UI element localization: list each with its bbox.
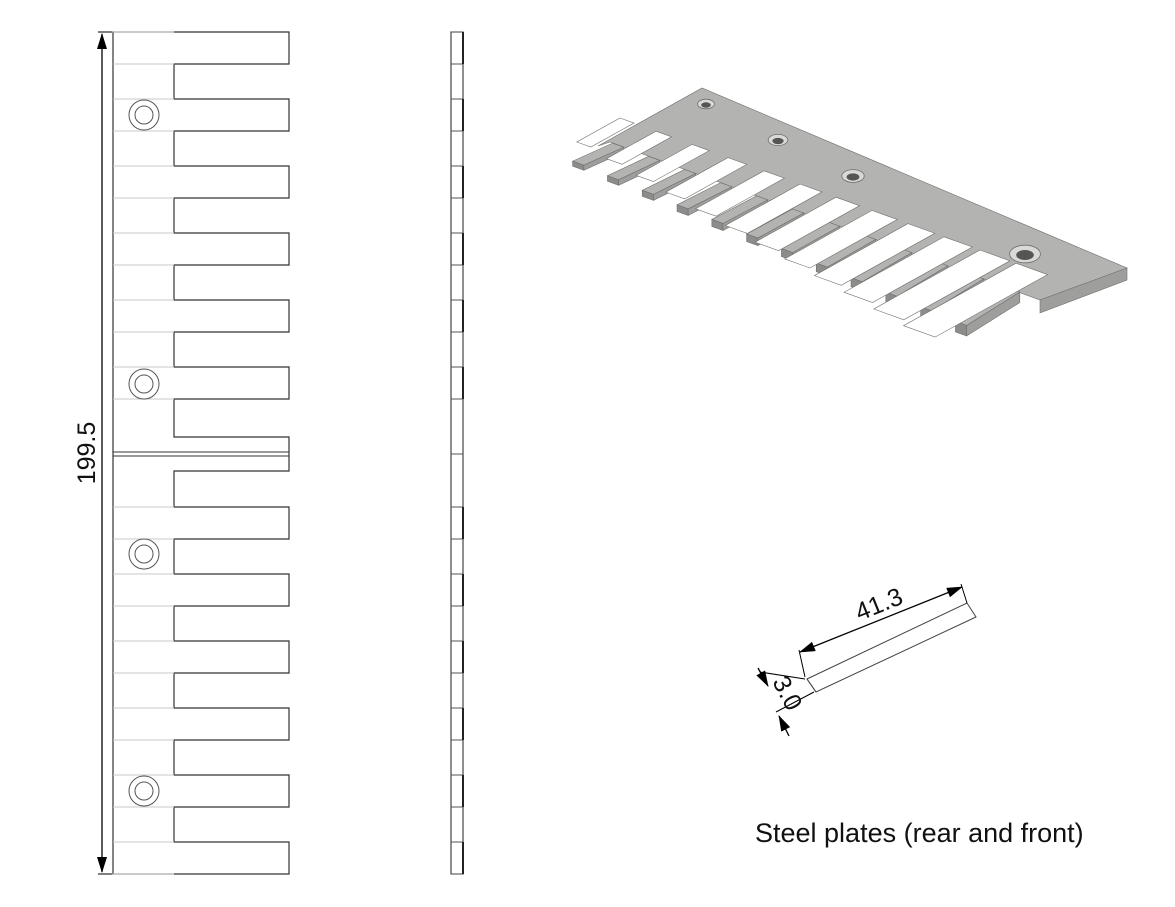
iso-hole-bore-icon: [1016, 250, 1034, 260]
iso-hole-bore-icon: [701, 102, 711, 108]
cross-section-outline: [806, 602, 977, 693]
countersink-hole-icon: [128, 538, 160, 570]
iso-slot: [724, 183, 823, 234]
plate-end-face: [1039, 267, 1128, 314]
extension-line: [775, 691, 815, 713]
iso-slot: [873, 249, 1011, 321]
iso-slot: [576, 117, 635, 148]
length-dimension-line: [799, 586, 963, 653]
iso-slot: [813, 223, 936, 286]
extension-line: [798, 649, 806, 678]
iso-slot: [902, 262, 1049, 338]
comb-outline: [112, 31, 290, 875]
iso-hole-bore-icon: [772, 137, 784, 145]
edge-view: [450, 31, 464, 875]
hole-bore-icon: [134, 781, 154, 801]
thickness-arrow: [778, 715, 791, 737]
iso-slot: [754, 196, 861, 252]
edge-outline: [450, 31, 464, 875]
countersink-hole-icon: [128, 368, 160, 400]
mounting-holes: [128, 99, 160, 807]
height-dimension-text: 199.5: [73, 422, 101, 485]
iso-slot: [665, 157, 748, 200]
iso-slot: [694, 170, 786, 217]
front-view: 199.5: [73, 31, 290, 875]
iso-slot: [783, 210, 898, 269]
height-dimension: 199.5: [73, 31, 112, 875]
plate-outline: [112, 31, 290, 875]
iso-slot: [605, 130, 673, 165]
iso-tooth-side-face: [966, 291, 1021, 337]
countersink-hole-icon: [128, 99, 160, 131]
figure-caption: Steel plates (rear and front): [755, 818, 1084, 848]
hole-bore-icon: [134, 374, 154, 394]
thickness-arrow: [756, 667, 769, 687]
iso-slot: [635, 144, 710, 182]
detail-view: 41.3 3.0: [756, 582, 977, 737]
countersink-hole-icon: [128, 775, 160, 807]
iso-hole-bore-icon: [846, 173, 860, 181]
iso-slot: [843, 236, 974, 303]
section-edge: [806, 678, 817, 693]
hole-bore-icon: [134, 105, 154, 125]
isometric-view: [571, 87, 1128, 338]
hole-bore-icon: [134, 544, 154, 564]
thickness-dimension-text: 3.0: [767, 671, 808, 715]
